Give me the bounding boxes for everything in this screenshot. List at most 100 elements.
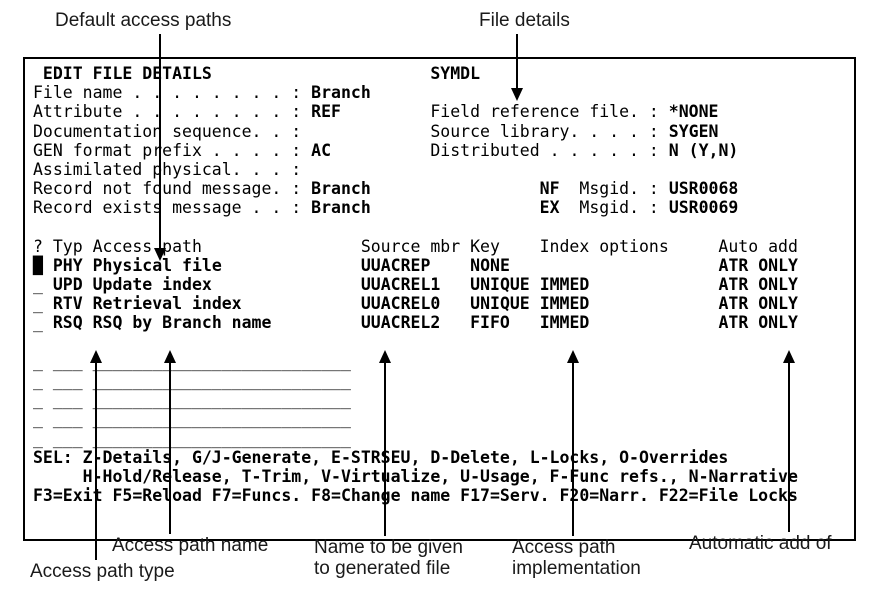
- screen-line: _ ___ __________________________: [33, 352, 798, 371]
- screen-text-bold: AC: [311, 140, 332, 160]
- arrow-down-icon: [154, 248, 166, 261]
- screen-line: _ UPD Update index UUACREL1 UNIQUE IMMED…: [33, 275, 798, 294]
- screen-text-bold: ATR ONLY: [718, 294, 798, 314]
- screen-line: ? Typ Access path Source mbr Key Index o…: [33, 237, 798, 256]
- screen-text-bold: IMMED: [539, 313, 590, 333]
- screen-text-bold: UUACREL2: [360, 313, 441, 333]
- screen-line: H-Hold/Release, T-Trim, V-Virtualize, U-…: [33, 467, 798, 486]
- screen-text-bold: ATR ONLY: [718, 255, 798, 275]
- arrow-shaft: [516, 34, 518, 88]
- screen-text-bold: SYMDL: [430, 64, 481, 83]
- screen-text-bold: Branch: [311, 179, 371, 199]
- screen-text: [331, 141, 430, 160]
- screen-text-bold: REF: [311, 102, 341, 122]
- screen-text-bold: UUACREP: [360, 255, 431, 275]
- screen-text: [371, 179, 540, 198]
- arrow-up-icon: [567, 350, 579, 363]
- screen-text: Msgid. :: [559, 179, 669, 199]
- callout-default-access-paths: Default access paths: [55, 10, 232, 31]
- screen-text: Record not found message. :: [33, 179, 312, 199]
- screen-text-bold: H-Hold/Release, T-Trim, V-Virtualize, U-…: [33, 466, 798, 486]
- screen-text-bold: N (Y,N): [668, 140, 739, 160]
- screen-text: [301, 122, 430, 141]
- screen-text: [440, 313, 470, 332]
- arrow-shaft: [572, 363, 574, 536]
- arrow-shaft: [384, 363, 386, 536]
- arrow-shaft: [788, 363, 790, 532]
- screen-text: [510, 313, 540, 332]
- screen-text-bold: SYGEN: [668, 121, 719, 141]
- callout-file-details: File details: [479, 10, 570, 31]
- screen-line: _ ___ __________________________: [33, 371, 798, 390]
- screen-text-bold: SEL: Z-Details, G/J-Generate, E-STRSEU, …: [33, 447, 729, 467]
- screen-line: EDIT FILE DETAILS SYMDL: [33, 64, 798, 83]
- screen-text: _: [33, 313, 53, 333]
- screen-text: _ ___ __________________________: [33, 409, 351, 429]
- screen-text-bold: UNIQUE: [470, 294, 530, 314]
- screen-text-bold: █: [33, 255, 43, 275]
- screen-text: _ ___ __________________________: [33, 351, 351, 371]
- screen-line: [33, 333, 798, 352]
- screen-text: _ ___ __________________________: [33, 390, 351, 410]
- screen-text-bold: NF: [539, 179, 560, 199]
- callout-access-path-impl: Access path implementation: [512, 537, 641, 579]
- screen-line: Documentation sequence. . : Source libra…: [33, 122, 798, 141]
- screen-text: _: [33, 294, 53, 314]
- callout-access-path-type: Access path type: [30, 561, 175, 582]
- screen-text: [589, 275, 718, 294]
- callout-auto-add: Automatic add of: [689, 533, 832, 554]
- screen-text-bold: USR0069: [668, 198, 739, 218]
- screen-text: [430, 256, 470, 275]
- screen-text: Record exists message . . :: [33, 198, 312, 218]
- screen-text-bold: UUACREL1: [360, 275, 441, 295]
- screen-line: _ RTV Retrieval index UUACREL0 UNIQUE IM…: [33, 294, 798, 313]
- arrow-shaft: [95, 363, 97, 560]
- screen-text-bold: IMMED: [539, 275, 590, 295]
- screen-text: [440, 294, 470, 313]
- screen-text: _ ___ __________________________: [33, 428, 351, 448]
- screen-line: SEL: Z-Details, G/J-Generate, E-STRSEU, …: [33, 448, 798, 467]
- screen-text: [440, 275, 470, 294]
- callout-access-path-name: Access path name: [112, 535, 269, 556]
- screen-text: Source library. . . . :: [430, 121, 669, 141]
- screen-text: ? Typ Access path Source mbr Key Index o…: [33, 236, 798, 256]
- screen-text-bold: EDIT FILE DETAILS: [33, 64, 212, 83]
- screen-line: Assimilated physical. . . :: [33, 160, 798, 179]
- screen-text-bold: *NONE: [668, 102, 719, 122]
- screen-text: _: [33, 275, 53, 295]
- screen-text: [371, 198, 540, 217]
- screen-text-bold: RSQ RSQ by Branch name: [52, 313, 272, 333]
- screen-text: [212, 64, 431, 83]
- screen-text: File name . . . . . . . . :: [33, 83, 312, 103]
- screen-text-bold: RTV Retrieval index: [52, 294, 242, 314]
- screen-line: Record not found message. : Branch NF Ms…: [33, 179, 798, 198]
- screen-line: _ ___ __________________________: [33, 390, 798, 409]
- screen-line: _ RSQ RSQ by Branch name UUACREL2 FIFO I…: [33, 313, 798, 332]
- screen-text-bold: USR0068: [668, 179, 739, 199]
- arrow-up-icon: [783, 350, 795, 363]
- screen-text-bold: ATR ONLY: [718, 275, 798, 295]
- screen-text: Distributed . . . . . :: [430, 140, 669, 160]
- screen-text: Field reference file. :: [430, 102, 669, 122]
- screen-text-bold: Branch: [311, 198, 371, 218]
- screen-text-bold: PHY Physical file: [52, 255, 222, 275]
- arrow-down-icon: [511, 88, 523, 101]
- screen-text: Assimilated physical. . . :: [33, 159, 302, 179]
- screen-line: Attribute . . . . . . . . : REF Field re…: [33, 102, 798, 121]
- screen-line: [33, 218, 798, 237]
- screen-text-bold: UNIQUE: [470, 275, 530, 295]
- arrow-shaft: [169, 363, 171, 534]
- screen-line: F3=Exit F5=Reload F7=Funcs. F8=Change na…: [33, 486, 798, 505]
- screen-text: [212, 275, 361, 294]
- screen-text: [530, 294, 540, 313]
- screen-text-bold: NONE: [470, 255, 510, 275]
- screen-text: [242, 294, 361, 313]
- callout-generated-name: Name to be given to generated file: [314, 537, 463, 579]
- screen-text: Attribute . . . . . . . . :: [33, 102, 312, 122]
- screen-line: File name . . . . . . . . : Branch: [33, 83, 798, 102]
- screen-text-bold: UPD Update index: [52, 275, 212, 295]
- screen-text: [271, 313, 360, 332]
